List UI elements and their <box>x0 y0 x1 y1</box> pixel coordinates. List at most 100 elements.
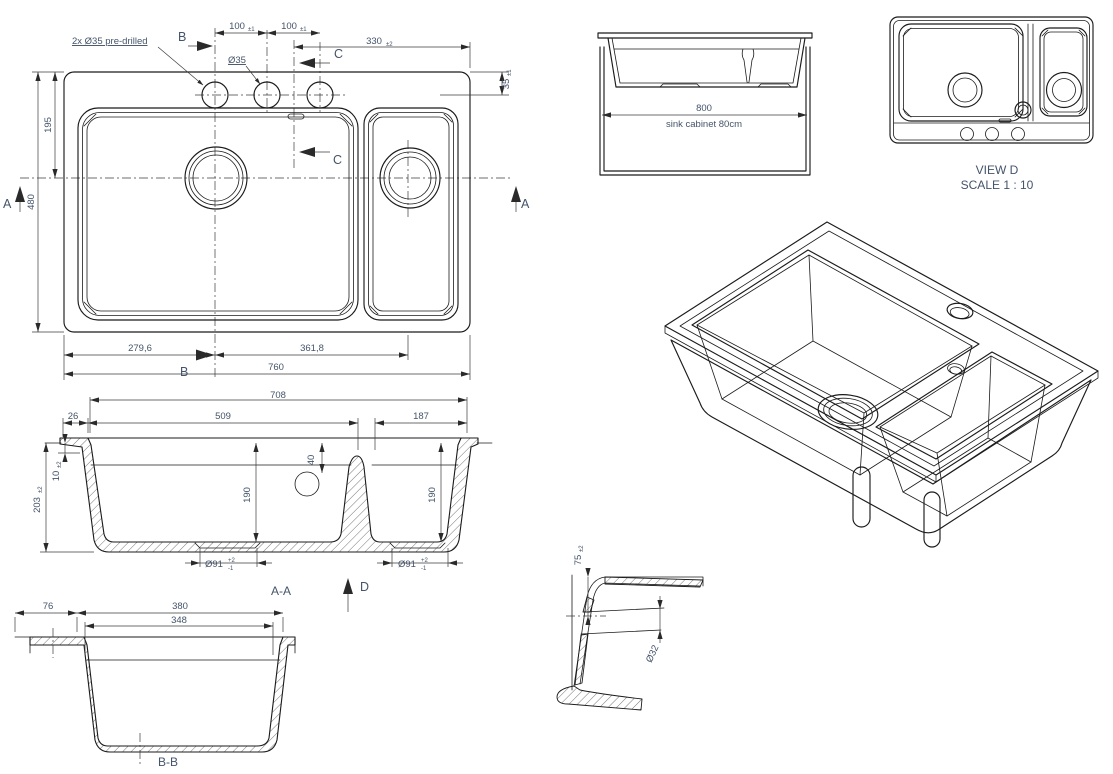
drain-recesses <box>194 542 446 549</box>
iso-drain-outer <box>817 394 879 430</box>
viewd-small-drain <box>1045 71 1083 109</box>
dim-480: 480 <box>26 194 37 210</box>
sink-in-cabinet <box>597 32 813 88</box>
sink-in-cabinet-inner <box>611 37 802 88</box>
section-aa-view: 708 26 509 187 40 10 ±2 203 ±2 190 190 Ø… <box>32 390 493 612</box>
dim-100-right-tol: ±1 <box>300 27 307 33</box>
dim-330: 330 <box>366 36 382 47</box>
dim-91-right-tol-up: +2 <box>421 558 429 564</box>
iso-drain <box>817 394 879 430</box>
viewd-outline <box>889 16 1094 144</box>
viewd-large-bowl <box>898 23 1024 122</box>
view-d-scale: SCALE 1 : 10 <box>961 178 1034 192</box>
dim-75-tol: ±2 <box>579 545 585 552</box>
dim-91-left-tol-up: +2 <box>228 558 236 564</box>
small-bowl-rim <box>363 107 459 321</box>
section-bb-label: B-B <box>158 755 178 769</box>
large-bowl-floor-edge <box>86 116 350 312</box>
viewd-large-drain-hole <box>952 77 978 103</box>
section-aa-label: A-A <box>271 584 291 598</box>
iso-tap-hole <box>946 302 974 320</box>
viewd-overflow <box>1014 101 1032 119</box>
iso-mount-tab-2 <box>923 491 941 548</box>
tap-hole-2 <box>253 81 281 109</box>
iso-overflow-inner <box>949 366 963 375</box>
iso-body <box>670 339 1092 534</box>
leader-predrilled <box>157 46 204 86</box>
dim-203: 203 <box>32 497 43 513</box>
small-bowl-rim-inner <box>368 112 454 316</box>
dim-75-group: 75 ±2 <box>573 545 585 566</box>
predrilled-note: 2x Ø35 pre-drilled <box>72 36 148 47</box>
tap-hole-3 <box>306 81 334 109</box>
dim-10-group: 10 ±2 <box>51 461 63 482</box>
dim-100-left-tol: ±1 <box>248 27 255 33</box>
view-d-title: VIEW D <box>976 163 1019 177</box>
dim-279-6: 279,6 <box>128 343 152 354</box>
section-bb-dim-lines <box>14 612 284 655</box>
dim-91-left-tol-dn: -1 <box>228 566 234 572</box>
large-drain-hole <box>192 154 240 202</box>
dim-190-left-group: 190 <box>242 487 253 503</box>
overflow-detail-view: 75 ±2 Ø32 <box>556 545 704 711</box>
dim-10: 10 <box>51 471 62 482</box>
dim-760: 760 <box>268 362 284 373</box>
centerlines <box>20 28 512 378</box>
dim-190-right: 190 <box>427 487 438 503</box>
viewd-slot <box>998 118 1012 123</box>
cabinet-view: 800 sink cabinet 80cm <box>597 32 813 176</box>
large-bowl-rim-inner <box>82 112 354 316</box>
section-material <box>59 437 479 553</box>
dim-35: 35 <box>501 79 512 90</box>
section-bb-centerlines <box>52 628 141 765</box>
small-drain-ring <box>383 151 437 205</box>
overflow-slot <box>287 113 305 120</box>
viewd-mount-hole-3 <box>1011 127 1025 141</box>
marker-d: D <box>360 580 369 594</box>
detail-outline <box>571 574 704 691</box>
iso-small-bowl-floor <box>902 437 1032 517</box>
marker-c-bottom: C <box>333 153 342 167</box>
dim-480-group: 480 <box>26 194 37 210</box>
dim-361-8: 361,8 <box>300 343 324 354</box>
iso-drain-hole <box>828 402 868 424</box>
detail-hatch-wall-lower <box>574 633 589 686</box>
dim-190-left: 190 <box>242 487 253 503</box>
iso-rim-ring <box>679 230 1084 467</box>
dimension-lines <box>19 32 517 380</box>
dim-380: 380 <box>172 601 188 612</box>
viewd-mount-hole-1 <box>960 127 974 141</box>
isometric-view <box>664 221 1099 548</box>
cabinet-caption: sink cabinet 80cm <box>666 119 742 130</box>
viewd-chamfer-ticks <box>902 27 1086 118</box>
cabinet-outline <box>599 46 811 176</box>
dim-40: 40 <box>306 455 317 466</box>
section-bb-material <box>29 636 296 753</box>
dim-203-group: 203 ±2 <box>32 486 44 513</box>
dim-800: 800 <box>696 103 712 114</box>
marker-b-top: B <box>178 30 186 44</box>
overflow-hole-section <box>294 471 320 497</box>
iso-mount-tab-1 <box>852 466 871 528</box>
marker-b-bottom: B <box>180 365 188 379</box>
iso-small-bowl-wall-edges <box>879 355 1046 517</box>
dim-35-group: 35 ±1 <box>501 69 513 90</box>
dim-35-tol: ±1 <box>507 69 513 76</box>
viewd-overflow-hole <box>1017 104 1029 116</box>
iso-overflow-hole <box>947 363 965 375</box>
small-drain <box>379 147 441 209</box>
dim-203-tol: ±2 <box>38 486 44 493</box>
dim-91-left: Ø91 <box>205 559 223 570</box>
dim-40-group: 40 <box>306 455 317 466</box>
small-bowl-floor-edge <box>372 116 450 312</box>
dim-91-right-tol-dn: -1 <box>421 566 427 572</box>
detail-hatch-foot <box>556 685 643 711</box>
viewd-outline-inner <box>893 20 1090 141</box>
large-drain <box>184 146 248 210</box>
dim-32-group: Ø32 <box>644 643 662 664</box>
corner-chamfer-ticks <box>83 113 453 315</box>
dim-26: 26 <box>68 411 79 422</box>
tap-hole-1 <box>201 81 229 109</box>
